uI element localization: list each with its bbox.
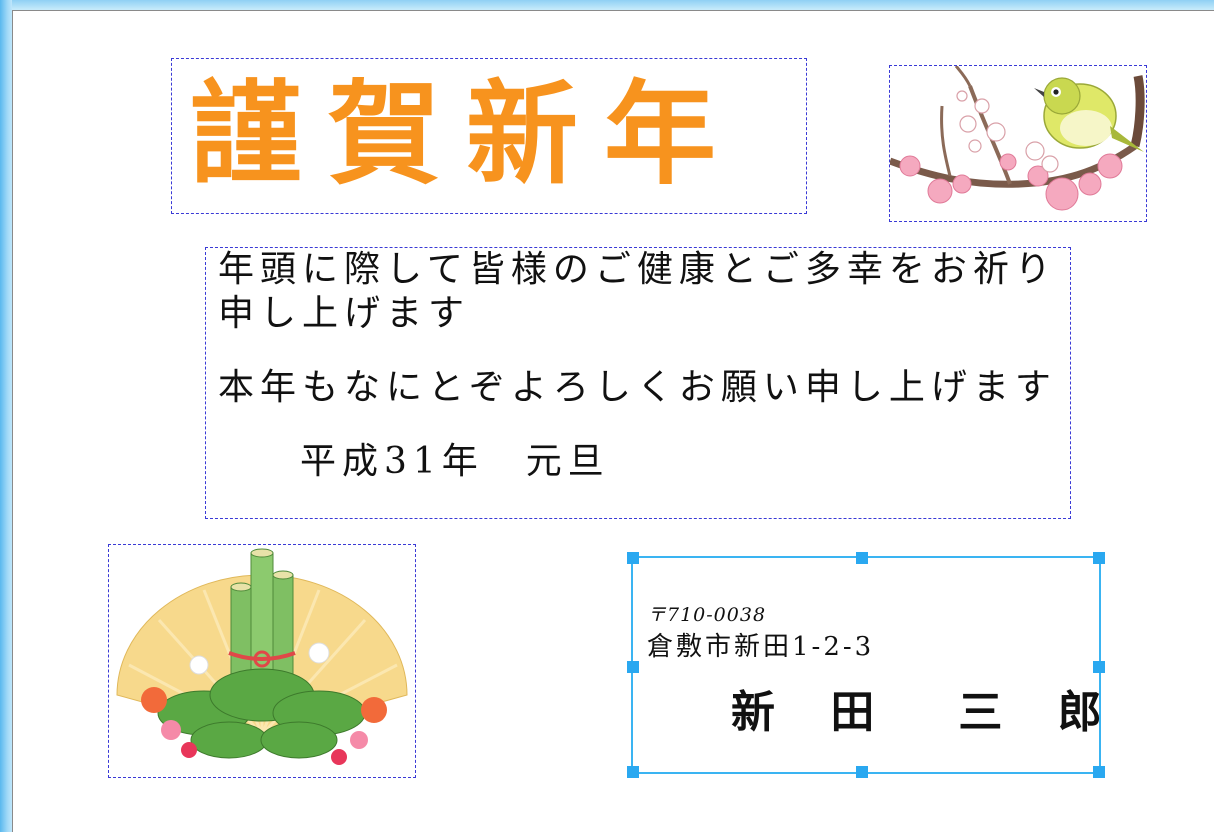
resize-handle-top-left[interactable] xyxy=(627,552,639,564)
kadomatsu-image-frame[interactable] xyxy=(108,544,416,778)
sender-address: 倉敷市新田1-2-3 xyxy=(647,632,875,662)
date-line: 平成31年 元旦 xyxy=(300,441,610,482)
window-left-edge xyxy=(0,0,12,832)
kadomatsu-icon xyxy=(116,548,408,765)
window-top-edge xyxy=(0,0,1214,10)
resize-handle-bottom-center[interactable] xyxy=(856,766,868,778)
resize-handle-middle-right[interactable] xyxy=(1093,661,1105,673)
resize-handle-bottom-left[interactable] xyxy=(627,766,639,778)
resize-handle-top-right[interactable] xyxy=(1093,552,1105,564)
sender-name: 新 田 三 郎 xyxy=(731,687,1122,738)
greeting-text-frame[interactable]: 年頭に際して皆様のご健康とご多幸をお祈り 申し上げます 本年もなにとぞよろしくお… xyxy=(205,247,1071,519)
sender-address-frame[interactable]: 〒710-0038 倉敷市新田1-2-3 新 田 三 郎 xyxy=(627,552,1105,778)
card-canvas[interactable]: 謹賀新年 xyxy=(12,10,1214,832)
greeting-text: 年頭に際して皆様のご健康とご多幸をお祈り 申し上げます 本年もなにとぞよろしくお… xyxy=(218,248,1068,484)
resize-handle-middle-left[interactable] xyxy=(627,661,639,673)
greeting-line: 申し上げます xyxy=(218,293,471,334)
postal-code: 〒710-0038 xyxy=(647,604,767,626)
resize-handle-bottom-right[interactable] xyxy=(1093,766,1105,778)
greeting-line: 年頭に際して皆様のご健康とご多幸をお祈り xyxy=(218,249,1057,290)
greeting-line: 本年もなにとぞよろしくお願い申し上げます xyxy=(218,367,1057,408)
resize-handle-top-center[interactable] xyxy=(856,552,868,564)
title-text: 謹賀新年 xyxy=(190,69,742,200)
plum-blossom-bird-icon xyxy=(890,66,1145,211)
bird-image-frame[interactable] xyxy=(889,65,1147,222)
title-frame[interactable]: 謹賀新年 xyxy=(171,58,807,214)
